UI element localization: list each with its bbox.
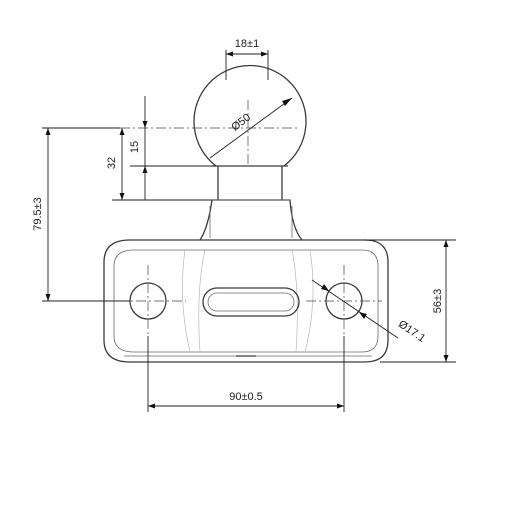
dim-plate-height: 56±3 (364, 239, 456, 363)
slot-inner (207, 292, 295, 312)
dim-offset-32: 32 (106, 128, 212, 201)
dim-offset-15: 15 (129, 96, 216, 200)
dim-hole-spacing: 90±0.5 (147, 336, 345, 412)
hole-diameter-label: Ø17.1 (396, 318, 428, 345)
dim-ball-neck-width: 18±1 (225, 38, 269, 80)
dim-total-height: 79.5±3 (32, 127, 130, 302)
offset-15-label: 15 (129, 141, 141, 153)
plate-outer-outline (103, 239, 389, 363)
mounting-plate (103, 239, 389, 363)
neck-base-flare (199, 199, 303, 241)
tow-ball (120, 64, 307, 167)
plate-height-label: 56±3 (432, 289, 444, 313)
plate-inner-outline (113, 249, 379, 353)
offset-32-label: 32 (106, 157, 118, 169)
hole-spacing-label: 90±0.5 (229, 391, 263, 403)
ball-outline (193, 64, 307, 167)
plate-fillet-lines (182, 249, 314, 353)
dim-ball-diameter: Ø50 (209, 97, 293, 159)
ball-neck-width-label: 18±1 (235, 38, 259, 50)
slot-outer (202, 287, 300, 317)
center-slot (202, 287, 300, 317)
ball-diameter-label: Ø50 (229, 112, 253, 134)
total-height-label: 79.5±3 (32, 197, 44, 231)
ball-neck (199, 165, 303, 241)
